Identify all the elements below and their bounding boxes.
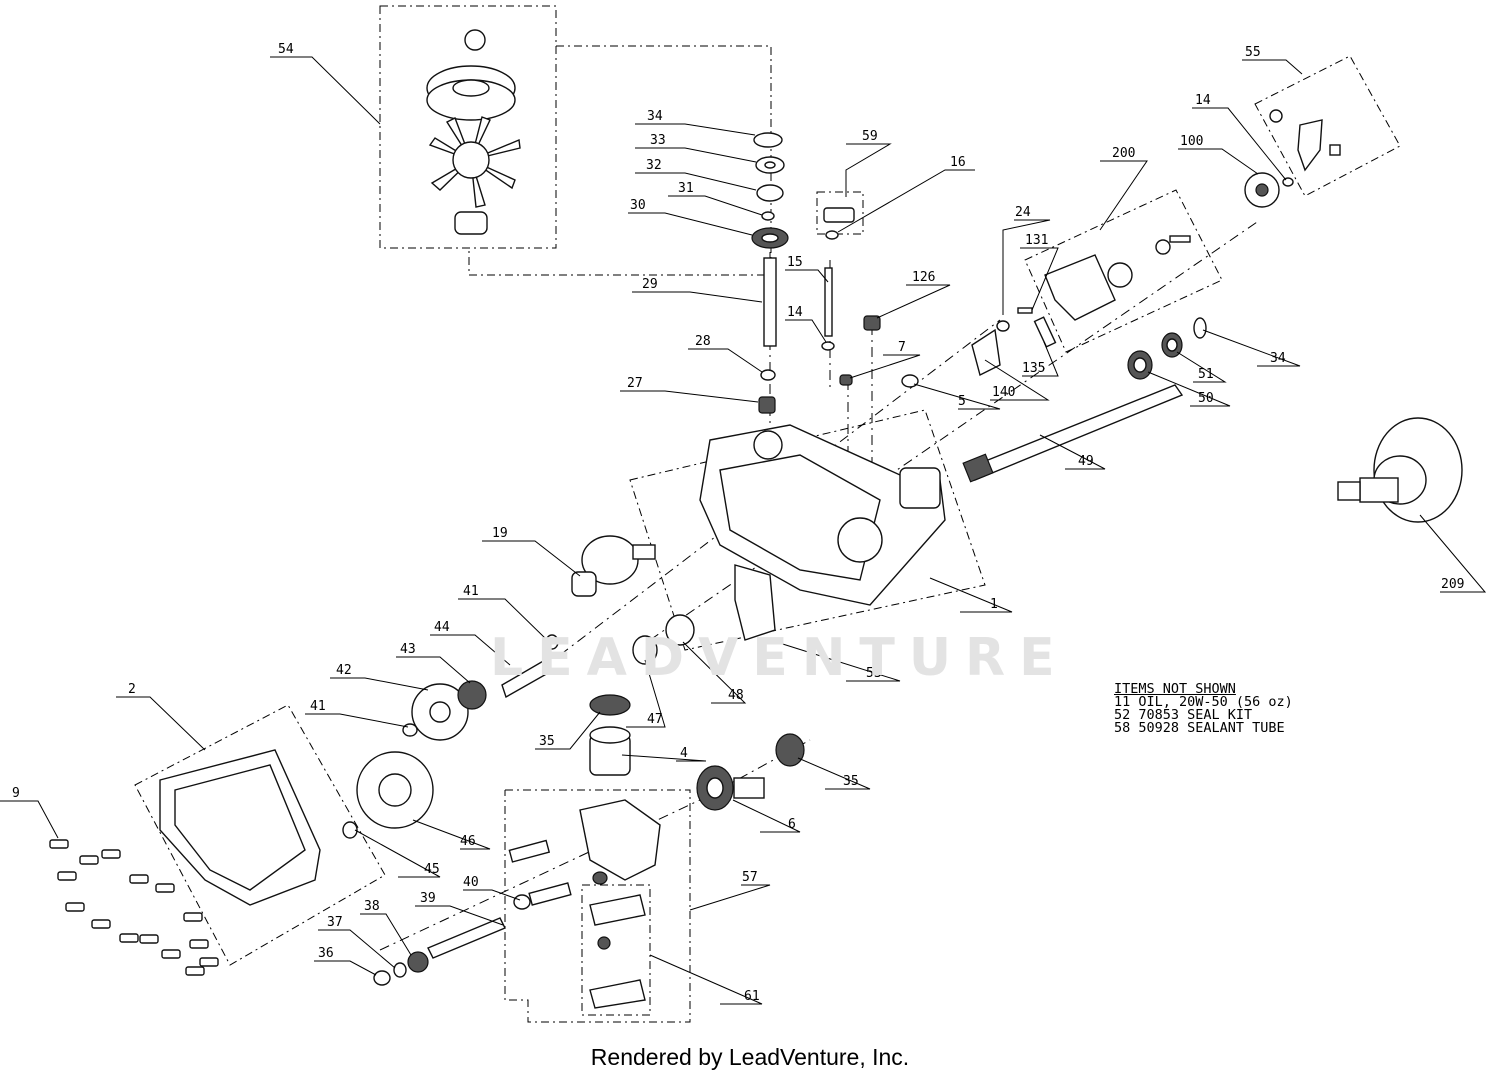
callout-45: 45 (424, 862, 440, 877)
callout-15: 15 (787, 255, 803, 270)
callout-1: 1 (990, 597, 998, 612)
callout-131: 131 (1025, 233, 1048, 248)
group-box-61 (581, 884, 651, 1016)
transaxle-housing (699, 424, 946, 606)
group-box-1 (629, 409, 986, 651)
callout-29: 29 (642, 277, 658, 292)
callout-28: 28 (695, 334, 711, 349)
group-box-59 (816, 191, 864, 235)
callout-100: 100 (1180, 134, 1203, 149)
pump-19 (571, 535, 656, 597)
callout-47: 47 (647, 712, 663, 727)
center-section-57 (508, 799, 661, 1009)
notes-line: 11 OIL, 20W-50 (56 oz) (1114, 694, 1293, 710)
callout-39: 39 (420, 891, 436, 906)
callout-7: 7 (898, 340, 906, 355)
callout-53: 53 (866, 666, 882, 681)
callout-200: 200 (1112, 146, 1135, 161)
gear-train (342, 614, 695, 839)
callout-35b: 35 (843, 774, 859, 789)
notes-line: 52 70853 SEAL KIT (1114, 707, 1253, 723)
callout-32: 32 (646, 158, 662, 173)
group-box-57 (504, 789, 691, 1023)
callout-40: 40 (463, 875, 479, 890)
callout-34: 34 (647, 109, 663, 124)
callout-33: 33 (650, 133, 666, 148)
sprocket-100 (1244, 109, 1341, 208)
side-cover-2 (159, 749, 321, 906)
callout-44: 44 (434, 620, 450, 635)
group-box-54 (379, 5, 557, 249)
callout-24: 24 (1015, 205, 1031, 220)
callout-51: 51 (1198, 367, 1214, 382)
callout-126: 126 (912, 270, 935, 285)
group-box-55 (1254, 55, 1401, 197)
callout-labels: 54 34 33 32 31 30 29 15 14 28 27 59 16 1… (12, 42, 1464, 1004)
callout-37: 37 (327, 915, 343, 930)
callout-46: 46 (460, 834, 476, 849)
callout-54: 54 (278, 42, 294, 57)
group-box-200 (1024, 189, 1223, 353)
callout-4: 4 (680, 746, 688, 761)
callout-140: 140 (992, 385, 1015, 400)
callout-5: 5 (958, 394, 966, 409)
callout-19: 19 (492, 526, 508, 541)
callout-41b: 41 (310, 699, 326, 714)
callout-35a: 35 (539, 734, 555, 749)
callout-41a: 41 (463, 584, 479, 599)
output-shaft-39 (373, 917, 506, 986)
notes-title: ITEMS NOT SHOWN (1114, 681, 1236, 697)
callout-30: 30 (630, 198, 646, 213)
items-not-shown-notes: ITEMS NOT SHOWN 11 OIL, 20W-50 (56 oz) 5… (1114, 681, 1293, 736)
input-shaft-stack (751, 132, 881, 414)
callout-135: 135 (1022, 361, 1045, 376)
leader-lines (0, 56, 1487, 1005)
callout-31: 31 (678, 181, 694, 196)
callout-43: 43 (400, 642, 416, 657)
cover-bolts (49, 839, 219, 976)
watermark-text: LEADVENTURE (490, 628, 1069, 688)
brake-assembly (971, 235, 1191, 377)
callout-57: 57 (742, 870, 758, 885)
group-link-54 (468, 45, 772, 276)
callout-42: 42 (336, 663, 352, 678)
notes-line: 58 50928 SEALANT TUBE (1114, 720, 1285, 736)
callout-59: 59 (862, 129, 878, 144)
group-box-2 (134, 704, 386, 966)
callout-50: 50 (1198, 391, 1214, 406)
callout-55: 55 (1245, 45, 1261, 60)
callout-34b: 34 (1270, 351, 1286, 366)
callout-209: 209 (1441, 577, 1464, 592)
callout-36: 36 (318, 946, 334, 961)
callout-48: 48 (728, 688, 744, 703)
pulley-fan-assembly (426, 29, 521, 235)
callout-61: 61 (744, 989, 760, 1004)
callout-14b: 14 (1195, 93, 1211, 108)
wheel-hub-209 (1337, 417, 1463, 523)
callout-6: 6 (788, 817, 796, 832)
callout-9: 9 (12, 786, 20, 801)
gasket-53 (734, 564, 776, 641)
callout-38: 38 (364, 899, 380, 914)
pump-cylinder-block (589, 694, 805, 811)
callout-49: 49 (1078, 454, 1094, 469)
callout-14a: 14 (787, 305, 803, 320)
axle-shaft (901, 317, 1207, 483)
callout-16: 16 (950, 155, 966, 170)
callout-2: 2 (128, 682, 136, 697)
callout-27: 27 (627, 376, 643, 391)
rendered-by-footer: Rendered by LeadVenture, Inc. (590, 1044, 910, 1070)
